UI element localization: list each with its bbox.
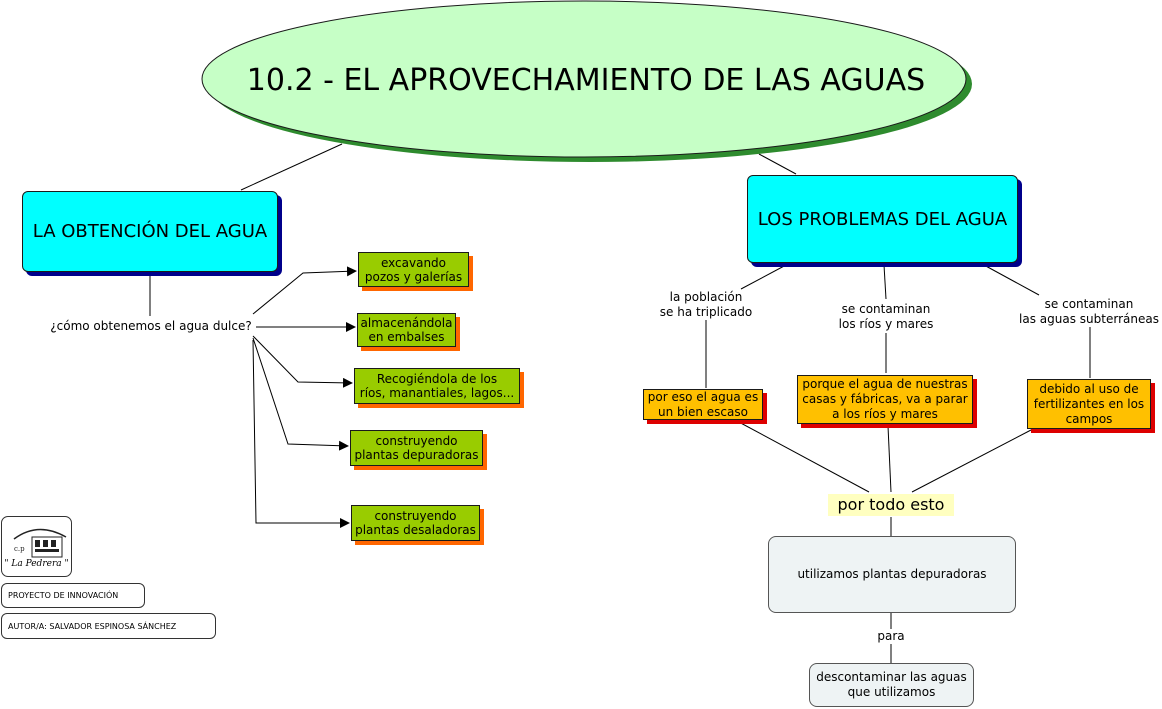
logo: c.p " La Pedrera " [1, 516, 72, 577]
effect-bien-escaso: por eso el agua es un bien escaso [643, 389, 763, 420]
method-depuradoras: construyendo plantas depuradoras [350, 430, 483, 466]
method-embalses: almacenándola en embalses [357, 313, 456, 347]
solution-box: utilizamos plantas depuradoras [768, 536, 1016, 613]
cause-poblacion: la población se ha triplicado [651, 290, 761, 320]
method-desaladoras: construyendo plantas desaladoras [351, 505, 480, 541]
method-recogiendo: Recogiéndola de los ríos, manantiales, l… [354, 368, 520, 404]
obtencion-header: LA OBTENCIÓN DEL AGUA [22, 191, 278, 272]
effect-casas-fabricas: porque el agua de nuestras casas y fábri… [797, 375, 973, 424]
page-title: 10.2 - EL APROVECHAMIENTO DE LAS AGUAS [246, 62, 926, 98]
svg-text:c.p: c.p [14, 545, 25, 553]
author-label: AUTOR/A: SALVADOR ESPINOSA SÁNCHEZ [1, 613, 216, 639]
obtencion-question: ¿cómo obtenemos el agua dulce? [46, 319, 256, 334]
effect-fertilizantes: debido al uso de fertilizantes en los ca… [1027, 379, 1151, 429]
purpose-box: descontaminar las aguas que utilizamos [809, 663, 974, 707]
cause-rios-mares: se contaminan los ríos y mares [824, 302, 948, 332]
method-excavando: excavando pozos y galerías [358, 252, 469, 287]
building-icon: c.p [13, 528, 67, 558]
joiner-label: por todo esto [828, 494, 954, 516]
problemas-header: LOS PROBLEMAS DEL AGUA [747, 175, 1018, 263]
purpose-label: para [872, 629, 910, 644]
title-ellipse [201, 0, 972, 162]
logo-text: " La Pedrera " [4, 559, 69, 569]
project-label: PROYECTO DE INNOVACIÓN [1, 583, 145, 608]
cause-subterraneas: se contaminan las aguas subterráneas [1014, 297, 1162, 327]
